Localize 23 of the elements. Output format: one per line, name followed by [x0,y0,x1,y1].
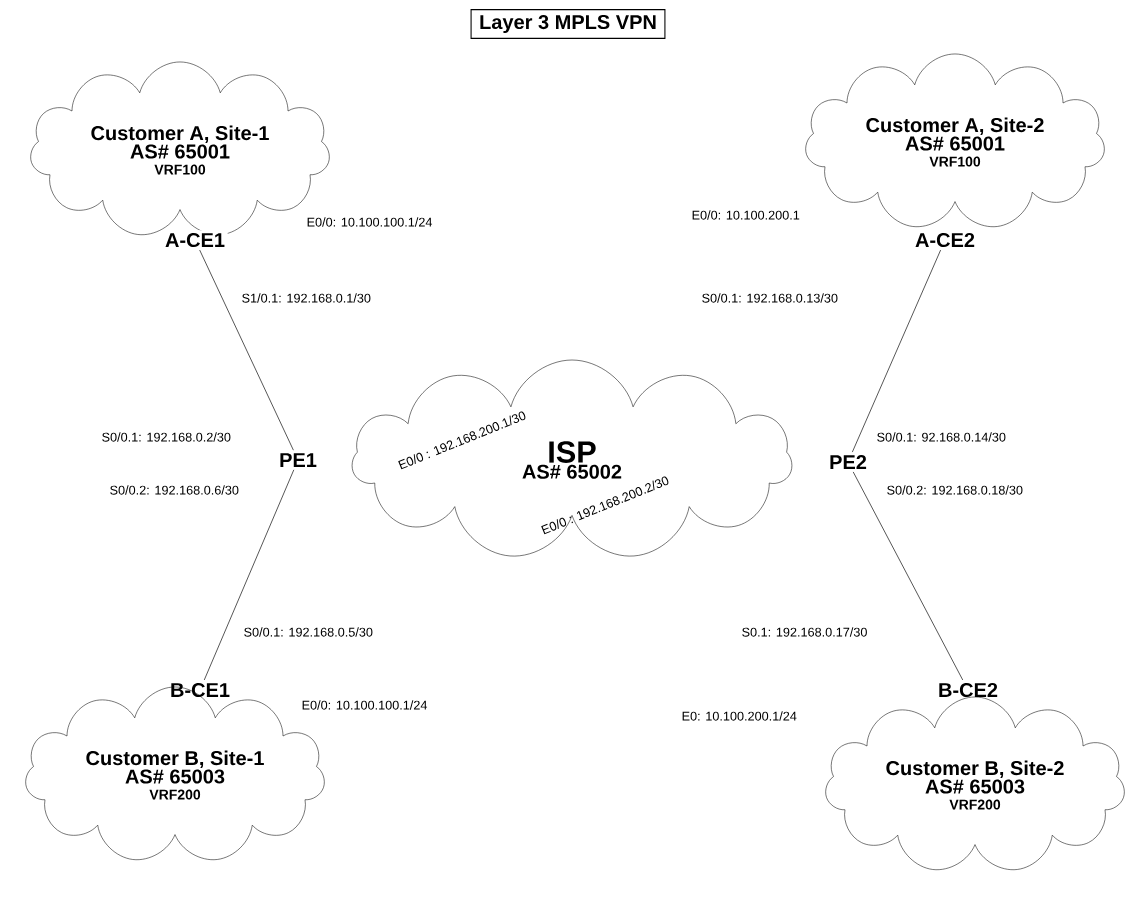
interface-label: S0/0.1: 192.168.0.2/30 [102,432,231,442]
router-label: PE2 [826,452,870,472]
cloud: Customer A, Site-2 AS# 65001 VRF100 [805,53,1105,227]
router-label: PE1 [276,450,320,470]
router-label: A-CE2 [912,230,978,250]
interface-label: S0.1: 192.168.0.17/30 [742,627,867,637]
interface-label: E0/0: 10.100.100.1/24 [307,217,433,227]
interface-label: S0/0.1: 192.168.0.5/30 [244,627,373,637]
link-line [203,469,295,681]
router-label: A-CE1 [162,230,228,250]
link-line [199,249,294,451]
interface-label: S0/0.2: 192.168.0.18/30 [887,485,1023,495]
router-label: B-CE1 [167,680,233,700]
interface-label: S0/0.1: 192.168.0.13/30 [702,293,838,303]
title-box: Layer 3 MPLS VPN [470,9,666,39]
link-line [852,249,941,453]
interface-label: S1/0.1: 192.168.0.1/30 [242,293,371,303]
interface-label: E0/0: 10.100.100.1/24 [302,700,428,710]
interface-label: E0: 10.100.200.1/24 [682,711,797,721]
interface-label: S0/0.1: 92.168.0.14/30 [877,432,1006,442]
link-line [852,471,964,681]
interface-label: S0/0.2: 192.168.0.6/30 [110,485,239,495]
cloud: Customer B, Site-2 AS# 65003 VRF200 [825,696,1125,870]
